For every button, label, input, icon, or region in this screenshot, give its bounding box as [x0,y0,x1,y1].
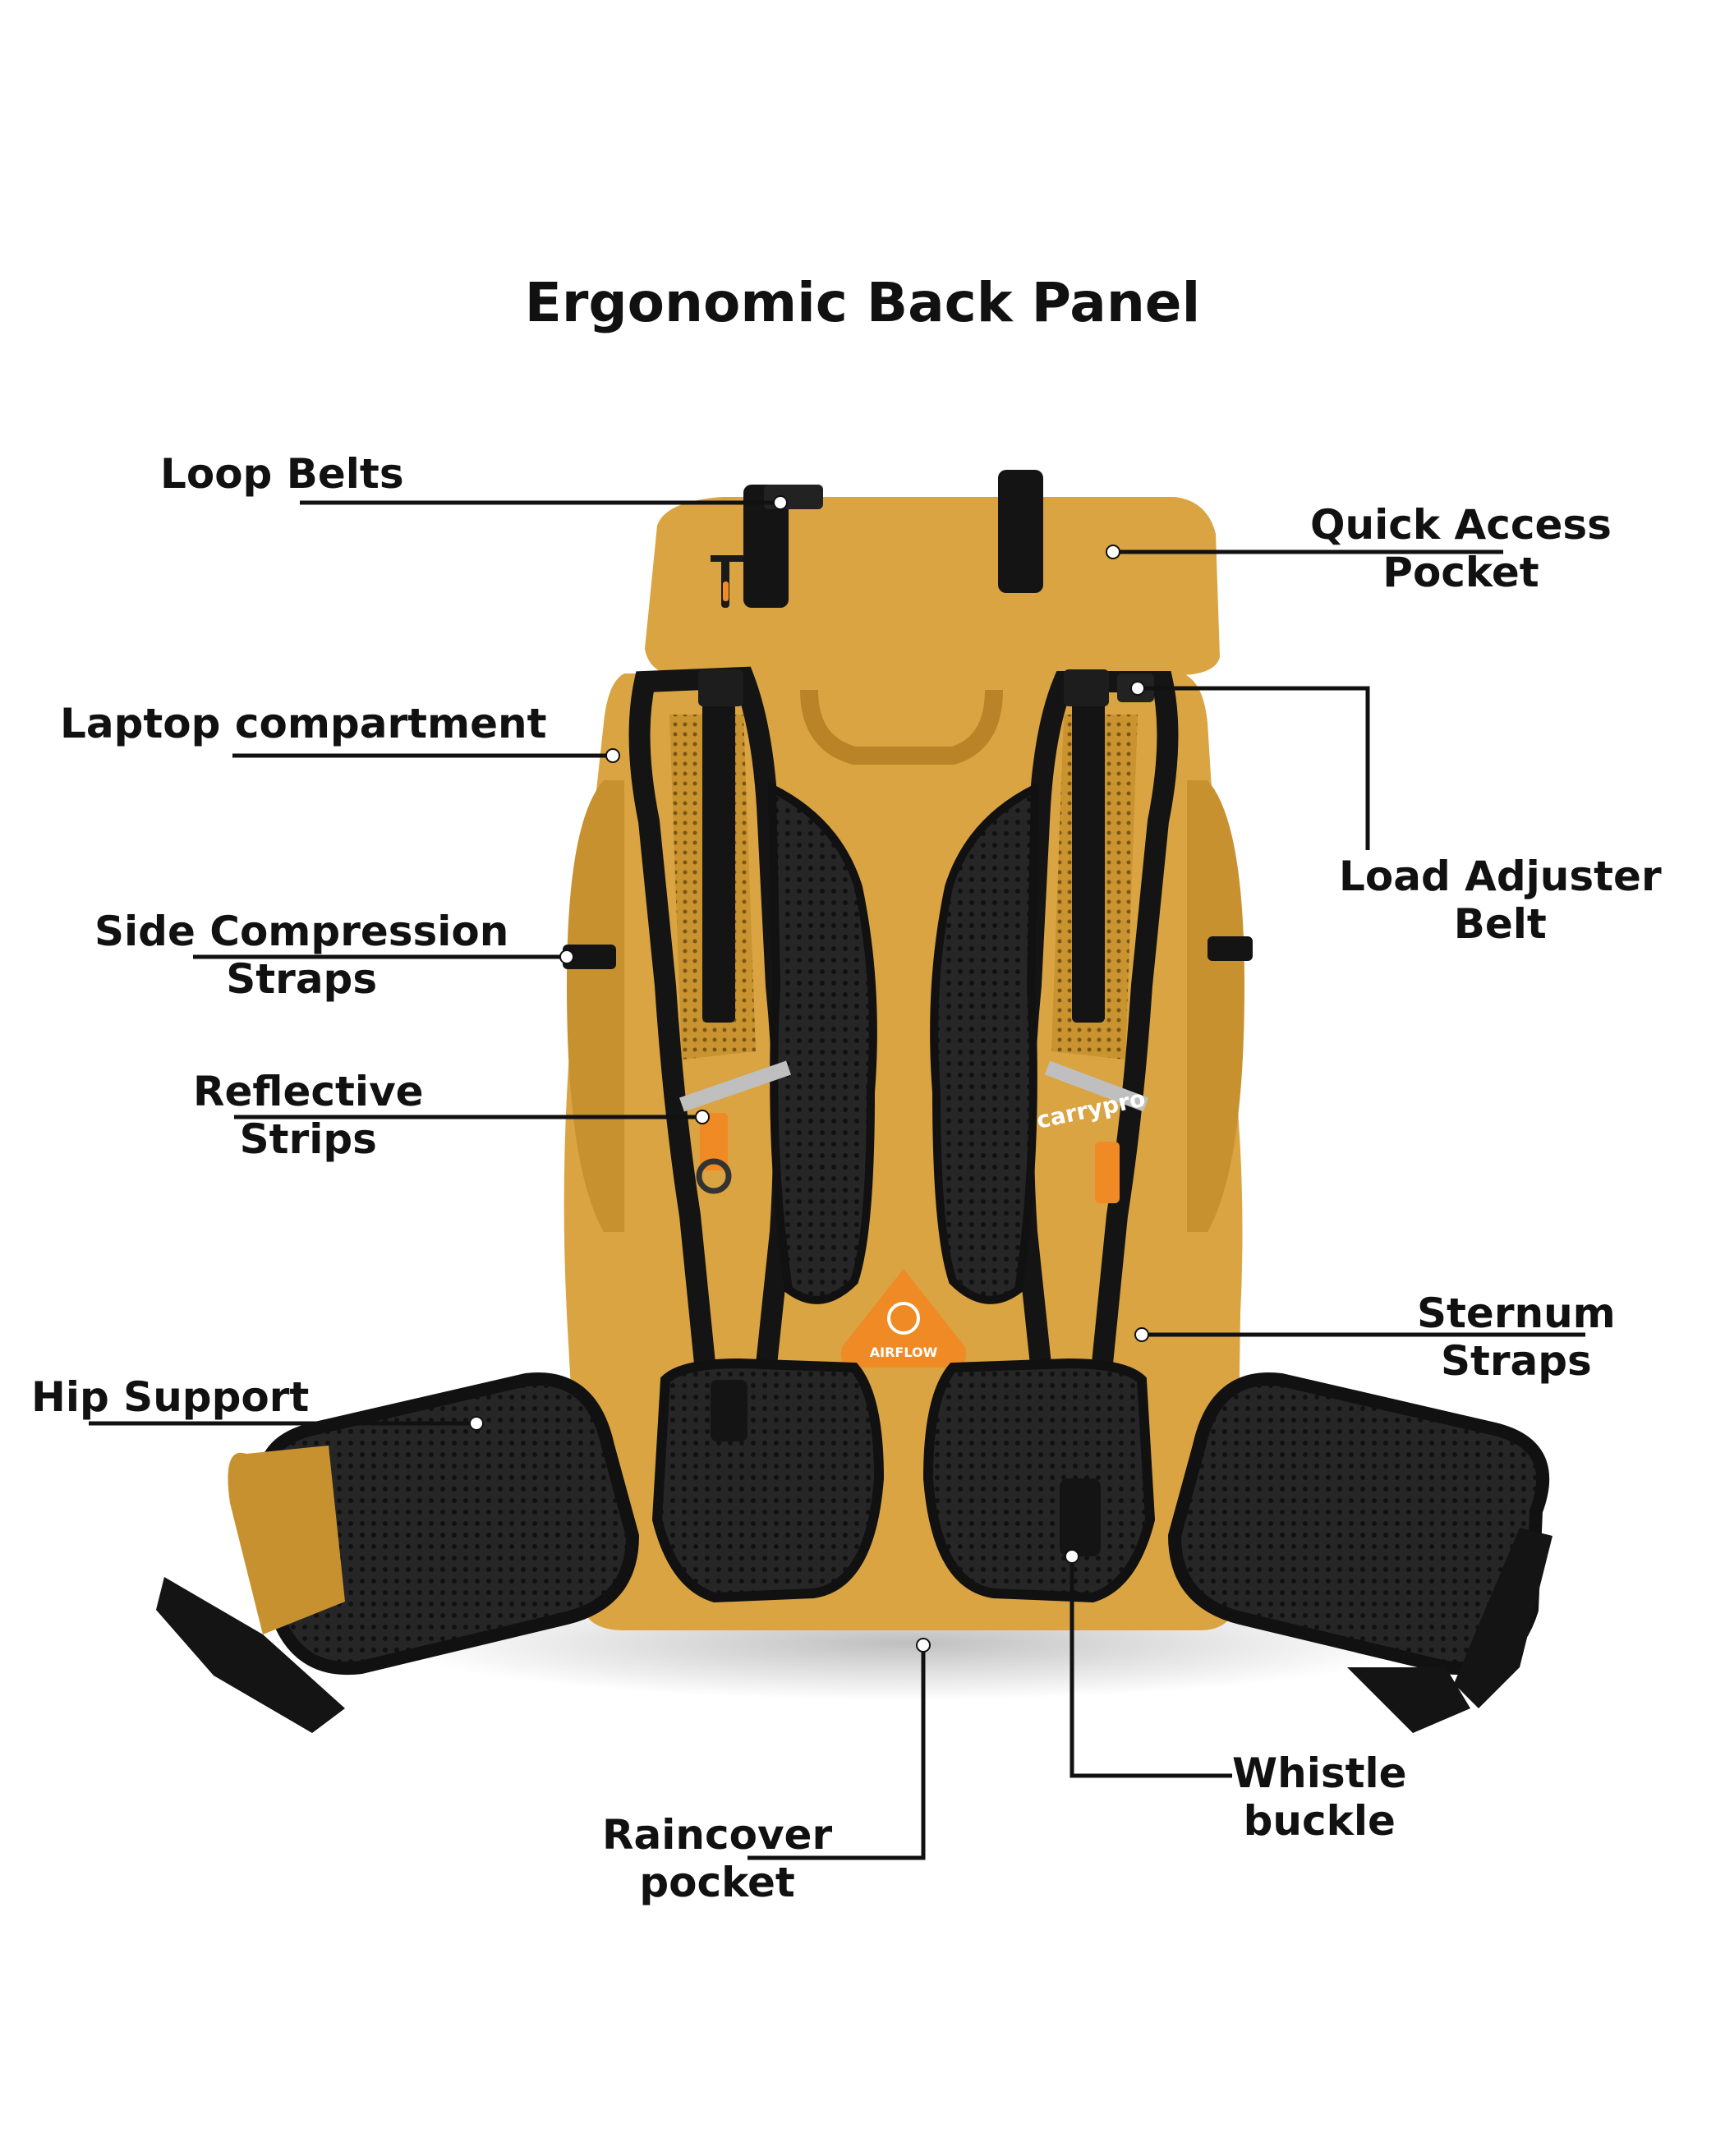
callout-hip-support-text: Hip Support [31,1373,310,1421]
hip-strap-right [1454,1528,1552,1708]
dot-quick-access [1106,545,1120,559]
leader-whistle [1070,1556,1232,1778]
leader-raincover [748,1645,926,1860]
callout-loop-belts-text: Loop Belts [160,450,404,498]
callout-raincover-line2: pocket [639,1859,795,1906]
lumbar-pad-left [651,1358,885,1603]
callout-quick-access-line1: Quick Access [1310,501,1612,549]
callout-side-compression-line1: Side Compression [94,908,509,955]
callout-raincover: Raincover pocket [602,1811,832,1906]
hip-strap-left [156,1577,345,1733]
orange-tab-right [1095,1142,1120,1203]
loop-belt-left [743,485,789,608]
strap-webbing-right [1072,669,1105,1023]
airflow-badge-label: AIRFLOW [870,1345,938,1360]
dot-load-adjuster [1130,681,1145,696]
back-pad-right [930,781,1040,1304]
side-compression-strap-left [563,945,616,969]
leader-lines [89,500,1585,1860]
dot-sternum [1134,1327,1149,1342]
callout-quick-access: Quick Access Pocket [1310,501,1612,596]
right-side-pocket [1187,780,1244,1232]
reflective-strip-left [679,1060,791,1112]
callout-reflective-line2: Strips [239,1115,377,1163]
callout-loop-belts: Loop Belts [160,450,404,498]
lumbar-pad-right [922,1358,1156,1603]
d-ring [696,1158,732,1194]
top-lid [645,497,1220,675]
callout-side-compression: Side Compression Straps [94,908,508,1003]
callout-raincover-line1: Raincover [602,1811,833,1859]
callout-load-adjuster-line2: Belt [1453,900,1547,948]
dot-hip-support [469,1416,484,1431]
callout-laptop: Laptop compartment [60,700,547,747]
dot-whistle [1065,1549,1079,1564]
strap-webbing-left [702,669,735,1023]
dot-raincover [916,1638,931,1653]
hip-pad-left [257,1372,640,1676]
callout-laptop-text: Laptop compartment [60,700,547,747]
airflow-badge-icon [887,1302,920,1335]
anchor-dots [469,495,1149,1653]
diagram-title: Ergonomic Back Panel [524,271,1201,334]
airflow-badge [841,1269,966,1368]
dot-side-compression [559,949,574,964]
dot-loop-belts [773,495,788,510]
hip-buckle-right [1347,1667,1470,1733]
strap-buckle-left [698,669,743,706]
sternum-buckle-left [711,1380,748,1441]
callout-whistle: Whistle buckle [1232,1749,1407,1845]
callout-reflective: Reflective Strips [193,1068,424,1163]
callout-hip-support: Hip Support [31,1373,309,1421]
dot-laptop [605,748,620,763]
side-compression-strap-right [1208,936,1253,961]
callout-whistle-line2: buckle [1243,1797,1396,1845]
reflective-strip-right [1044,1060,1149,1112]
callout-side-compression-line2: Straps [226,955,378,1003]
orange-tab-left [700,1113,728,1170]
leader-load-adjuster [1138,686,1370,850]
callout-whistle-line1: Whistle [1232,1749,1407,1797]
back-pad-left [767,781,877,1304]
callout-reflective-line1: Reflective [193,1068,424,1115]
callout-load-adjuster: Load Adjuster Belt [1339,853,1662,948]
strap-buckle-right [1064,669,1109,706]
whistle-buckle [1060,1478,1101,1556]
callout-sternum-line1: Sternum [1417,1289,1616,1337]
lid-zipper-tab [723,582,729,601]
loop-belt-right [998,470,1043,593]
dot-reflective [695,1110,710,1124]
callout-sternum-line2: Straps [1440,1337,1592,1385]
loop-belt-left-buckle [764,485,823,509]
callout-quick-access-line2: Pocket [1382,549,1539,596]
callout-sternum: Sternum Straps [1417,1289,1616,1385]
grab-handle [800,689,1003,765]
callout-load-adjuster-line1: Load Adjuster [1339,853,1662,900]
hip-pocket-left [228,1446,345,1634]
